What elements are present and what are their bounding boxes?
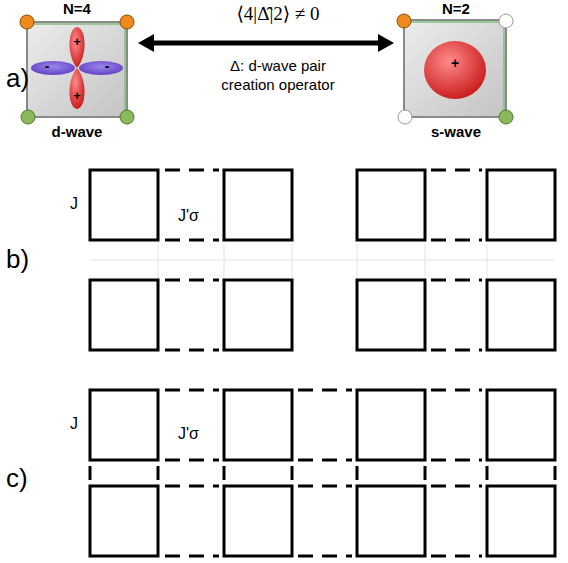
- interplaquette-bonds-c: [165, 390, 482, 556]
- plaquette-lattice-b: [90, 170, 555, 350]
- particle-number: N=4: [63, 0, 91, 17]
- lobe-sign: +: [73, 34, 81, 50]
- plaquette-node: N=4 d-wave: [20, 0, 134, 140]
- lobe-sign: -: [105, 58, 110, 76]
- coupling-label: J'σ: [178, 206, 199, 226]
- plaquette-lattice-c: [90, 390, 555, 556]
- double-arrow: [138, 34, 394, 52]
- pairing-symmetry: d-wave: [52, 123, 103, 140]
- s-wave-plaquette: [397, 14, 513, 124]
- lobe-sign: -: [45, 58, 50, 76]
- d-wave-plaquette: [20, 15, 134, 124]
- interplaquette-bonds-b: [165, 170, 482, 350]
- matrix-element: ⟨4|Δ̂|2⟩ ≠ 0: [236, 2, 319, 26]
- coupling-label: J: [70, 414, 78, 434]
- panel-letter: c): [6, 462, 28, 495]
- pairing-symmetry: s-wave: [431, 123, 481, 140]
- lobe-sign: +: [73, 88, 81, 104]
- particle-number: N=2: [442, 0, 470, 17]
- panel-letter: b): [6, 243, 29, 276]
- panel-letter: a): [6, 62, 29, 95]
- coupling-label: J: [70, 194, 78, 214]
- coupling-label: J'σ: [178, 424, 199, 444]
- orbital-sign: +: [451, 55, 459, 73]
- vertical-bonds-c: [90, 466, 555, 480]
- operator-note: Δ: d-wave pair creation operator: [214, 57, 342, 95]
- faint-grid: [90, 244, 555, 278]
